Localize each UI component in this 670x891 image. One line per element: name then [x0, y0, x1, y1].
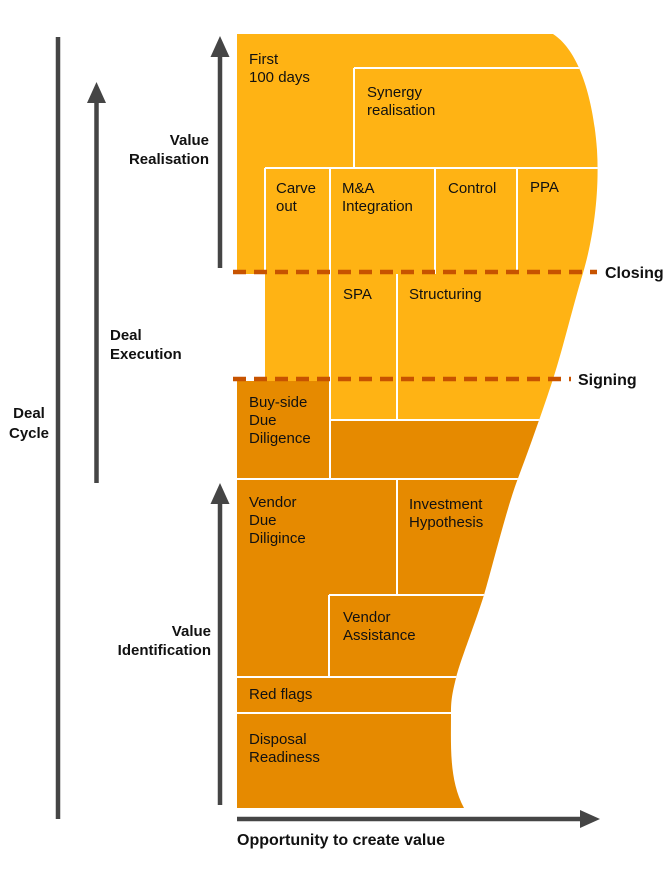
deal-cycle-label: Deal — [13, 405, 45, 422]
block-buy-side-dd-label: Diligence — [249, 430, 311, 447]
block-disposal-readiness-label: Readiness — [249, 749, 320, 766]
value-identification-label: Identification — [118, 642, 211, 659]
block-buy-side-dd-label: Due — [249, 412, 277, 429]
block-investment-hypothesis-label: Hypothesis — [409, 514, 483, 531]
block-vendor-dd-label: Diligince — [249, 530, 306, 547]
right-arrowhead-icon — [580, 810, 600, 828]
block-structuring-label: Structuring — [409, 286, 482, 303]
block-first-100-days-label: 100 days — [249, 69, 310, 86]
block-synergy-realisation-label: Synergy — [367, 84, 423, 101]
deal-execution-label: Execution — [110, 346, 182, 363]
block-first-100-days-label: First — [249, 51, 279, 68]
upper-funnel-region — [237, 34, 598, 420]
block-vendor-assistance-label: Assistance — [343, 627, 416, 644]
block-buy-side-dd-label: Buy-side — [249, 394, 307, 411]
value-identification-label: Value — [172, 623, 211, 640]
deal-execution-left-notch — [237, 274, 265, 381]
closing-label: Closing — [605, 265, 664, 282]
block-carve-out-label: out — [276, 198, 298, 215]
block-disposal-readiness-label: Disposal — [249, 731, 307, 748]
block-control-label: Control — [448, 180, 496, 197]
milestone-lines: Closing Signing — [233, 265, 664, 389]
up-arrowhead-icon — [210, 36, 230, 57]
axis-arrowheads — [87, 36, 600, 828]
block-separators — [237, 67, 598, 714]
block-carve-out-label: Carve — [276, 180, 316, 197]
block-buy-side-due-diligence — [237, 381, 330, 479]
up-arrowhead-icon — [210, 483, 230, 504]
section-labels: Value Realisation Deal Execution Value I… — [9, 132, 211, 659]
block-ppa-label: PPA — [530, 179, 559, 196]
x-axis-label: Opportunity to create value — [237, 832, 445, 849]
signing-label: Signing — [578, 372, 637, 389]
block-vendor-assistance-label: Vendor — [343, 609, 391, 626]
block-red-flags-label: Red flags — [249, 686, 312, 703]
block-ma-integration-label: M&A — [342, 180, 375, 197]
deal-cycle-label: Cycle — [9, 425, 49, 442]
block-investment-hypothesis-label: Investment — [409, 496, 483, 513]
value-realisation-label: Value — [170, 132, 209, 149]
deal-execution-label: Deal — [110, 327, 142, 344]
block-spa-label: SPA — [343, 286, 372, 303]
up-arrowhead-icon — [87, 82, 106, 103]
block-labels: First 100 days Synergy realisation Carve… — [249, 51, 559, 766]
block-vendor-dd-label: Vendor — [249, 494, 297, 511]
value-realisation-label: Realisation — [129, 151, 209, 168]
axis-lines — [55, 37, 582, 822]
block-synergy-realisation-label: realisation — [367, 102, 435, 119]
block-ma-integration-label: Integration — [342, 198, 413, 215]
block-vendor-dd-label: Due — [249, 512, 277, 529]
